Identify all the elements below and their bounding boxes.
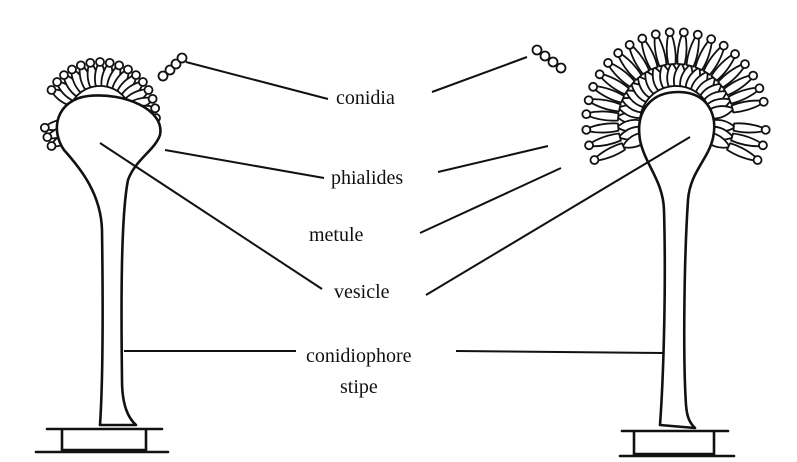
conidium (132, 71, 140, 79)
conidium (68, 66, 76, 74)
conidium (596, 70, 604, 78)
left-stipe-and-vesicle (57, 95, 161, 425)
right-foot-cell (620, 431, 734, 456)
conidium (638, 35, 646, 43)
conidium (557, 64, 566, 73)
leader-conidia-right (432, 57, 527, 92)
label-conidia: conidia (336, 88, 395, 108)
conidium (694, 31, 702, 39)
conidium (41, 124, 49, 132)
conidium (60, 71, 68, 79)
leader-phialides-left (165, 150, 324, 178)
conidium (759, 141, 767, 149)
right-stipe-and-vesicle (639, 92, 714, 428)
right-conidiophore (533, 28, 770, 456)
conidium (741, 60, 749, 68)
left-conidiophore (36, 54, 187, 453)
conidium (614, 49, 622, 57)
conidium (755, 84, 763, 92)
label-conidiophore: conidiophore (306, 346, 412, 366)
conidium (43, 133, 51, 141)
conidium (762, 126, 770, 134)
conidium (139, 78, 147, 86)
left-foot-cell (36, 429, 168, 452)
conidium (589, 83, 597, 91)
conidium (96, 58, 104, 66)
conidium (541, 52, 550, 61)
leader-vesicle-right (426, 137, 690, 295)
conidium (151, 104, 159, 112)
conidium (585, 141, 593, 149)
label-stipe: stipe (340, 377, 378, 397)
conidium (115, 61, 123, 69)
conidium (760, 98, 768, 106)
conidium (720, 42, 728, 50)
leader-conidiophore-right (456, 351, 664, 353)
phialide (733, 123, 765, 132)
conidium (590, 156, 598, 164)
leader-metule-right (420, 168, 561, 233)
leader-vesicle-left (100, 143, 322, 289)
conidium (533, 46, 542, 55)
conidium (149, 95, 157, 103)
conidium (626, 41, 634, 49)
conidium (666, 28, 674, 36)
conidium (707, 35, 715, 43)
phialide (586, 111, 618, 120)
conidium (652, 30, 660, 38)
leader-conidia-left (186, 62, 328, 99)
phialide (667, 32, 676, 64)
conidium (585, 96, 593, 104)
label-phialides: phialides (331, 168, 403, 188)
phialide (677, 32, 686, 64)
conidium (178, 54, 187, 63)
conidium (48, 142, 56, 150)
conidium (48, 86, 56, 94)
conidium (77, 61, 85, 69)
conidium (549, 58, 558, 67)
conidium (749, 72, 757, 80)
conidium (582, 126, 590, 134)
label-vesicle: vesicle (334, 282, 390, 302)
conidium (106, 59, 114, 67)
conidium (604, 59, 612, 67)
conidium (86, 59, 94, 67)
conidium (53, 78, 61, 86)
conidium (144, 86, 152, 94)
phialide (586, 123, 618, 132)
label-metule: metule (309, 225, 363, 245)
conidium (754, 156, 762, 164)
conidium (124, 66, 132, 74)
leader-phialides-right (438, 146, 548, 172)
conidium (582, 110, 590, 118)
conidium (680, 28, 688, 36)
conidium (731, 50, 739, 58)
